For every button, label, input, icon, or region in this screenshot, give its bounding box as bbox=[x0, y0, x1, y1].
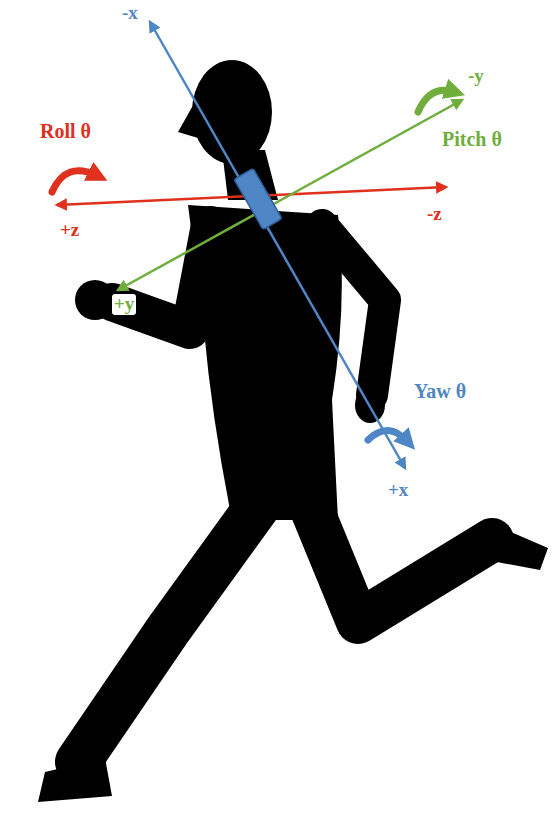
axis-label: Pitch θ bbox=[440, 128, 504, 150]
runner-silhouette bbox=[38, 60, 548, 802]
axis-label: -y bbox=[466, 66, 486, 87]
imu-sensor bbox=[234, 168, 282, 229]
axis-label: Roll θ bbox=[38, 120, 93, 142]
axes bbox=[57, 22, 462, 468]
axis-label: -x bbox=[120, 3, 140, 24]
axis-label: +x bbox=[386, 480, 410, 501]
axis-label: +y bbox=[112, 294, 136, 315]
rotation-arrows bbox=[52, 90, 455, 442]
axis-label: +z bbox=[58, 220, 81, 241]
axis-label: Yaw θ bbox=[412, 380, 468, 402]
axis-label: -z bbox=[425, 204, 444, 225]
